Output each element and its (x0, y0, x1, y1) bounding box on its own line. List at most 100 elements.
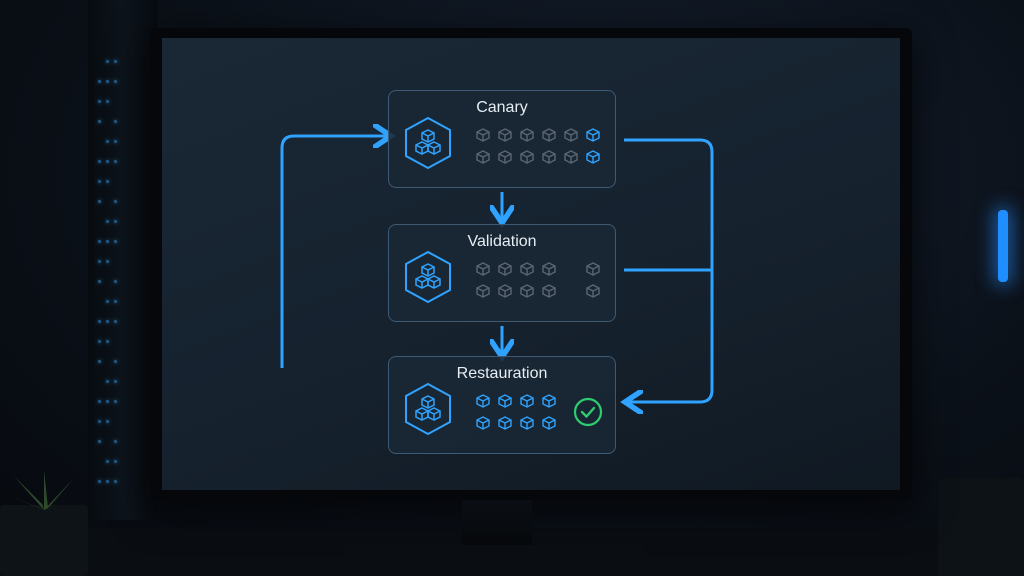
rack-led (106, 400, 109, 403)
rack-led (98, 320, 101, 323)
hexagon-cubes-icon (403, 115, 453, 171)
rack-led (114, 120, 117, 123)
rack-led (114, 220, 117, 223)
coffee-mug (938, 478, 1024, 576)
rack-led (98, 360, 101, 363)
rack-led (114, 400, 117, 403)
rack-led (98, 420, 101, 423)
rack-led (114, 140, 117, 143)
rack-led (98, 440, 101, 443)
flow-connectors (280, 38, 714, 490)
rack-led (106, 180, 109, 183)
cube-icon (498, 128, 512, 142)
rack-led (106, 380, 109, 383)
rack-led (98, 80, 101, 83)
rack-led (106, 340, 109, 343)
cube-icon (542, 128, 556, 142)
rack-led (106, 60, 109, 63)
rack-led (114, 380, 117, 383)
checkmark-circle-icon (573, 397, 603, 427)
monitor-screen: Canary Validation Restauration (162, 38, 900, 490)
rack-led (98, 160, 101, 163)
rack-led (114, 240, 117, 243)
rack-led (98, 120, 101, 123)
rack-led (114, 160, 117, 163)
stage-title: Validation (467, 233, 537, 250)
stage-canary: Canary (388, 90, 616, 188)
rack-led (98, 200, 101, 203)
background-server-rack (88, 0, 158, 520)
stage-title: Restauration (456, 365, 548, 382)
cube-icon (586, 284, 600, 298)
cube-icon (520, 128, 534, 142)
cube-icon (476, 416, 490, 430)
cube-icon (520, 262, 534, 276)
plant-pot (0, 505, 88, 576)
rack-led (98, 180, 101, 183)
rack-led (106, 320, 109, 323)
rack-led (98, 340, 101, 343)
stage-title: Canary (476, 99, 528, 116)
monitor: Canary Validation Restauration (150, 28, 912, 500)
cube-icon (476, 394, 490, 408)
rack-led (98, 280, 101, 283)
stage-restauration: Restauration (388, 356, 616, 454)
rack-led (106, 420, 109, 423)
cube-icon (564, 128, 578, 142)
rack-led (106, 460, 109, 463)
rack-led (114, 200, 117, 203)
loop-back-arrow (280, 136, 388, 368)
cube-icon (498, 150, 512, 164)
cube-icon (520, 284, 534, 298)
cube-icon (564, 150, 578, 164)
cube-icon (520, 150, 534, 164)
cube-icon (542, 150, 556, 164)
rack-led (98, 480, 101, 483)
cube-grid (475, 127, 600, 167)
cube-icon (476, 150, 490, 164)
hexagon-cubes-icon (403, 381, 453, 437)
cube-icon (476, 262, 490, 276)
rack-led (98, 260, 101, 263)
cube-icon (542, 394, 556, 408)
cube-icon (586, 128, 600, 142)
rack-led (98, 100, 101, 103)
cube-icon (520, 416, 534, 430)
rack-led (114, 320, 117, 323)
cube-icon (586, 262, 600, 276)
stage-validation: Validation (388, 224, 616, 322)
cube-icon (498, 394, 512, 408)
rack-led (114, 300, 117, 303)
cube-icon (498, 262, 512, 276)
rack-led (114, 80, 117, 83)
rack-led (106, 220, 109, 223)
cube-icon (542, 262, 556, 276)
cube-icon (476, 284, 490, 298)
cube-icon (586, 150, 600, 164)
rack-led (114, 460, 117, 463)
hexagon-cubes-icon (403, 249, 453, 305)
monitor-stand-neck (462, 500, 532, 550)
rack-led (98, 400, 101, 403)
cube-icon (542, 416, 556, 430)
rack-led (106, 480, 109, 483)
rack-led (106, 260, 109, 263)
cube-icon (542, 284, 556, 298)
cube-icon (498, 416, 512, 430)
cube-icon (476, 128, 490, 142)
rack-led (114, 480, 117, 483)
rack-led (114, 60, 117, 63)
plant-leaves (6, 470, 82, 510)
rack-led (106, 80, 109, 83)
rack-led (106, 300, 109, 303)
rack-led (114, 280, 117, 283)
rack-led (106, 160, 109, 163)
monitor-stand-base (345, 545, 645, 576)
rack-led (106, 140, 109, 143)
cube-grid (475, 261, 600, 301)
rack-led (114, 440, 117, 443)
cube-grid (475, 393, 595, 433)
rack-led (106, 240, 109, 243)
cube-icon (520, 394, 534, 408)
cube-icon (498, 284, 512, 298)
